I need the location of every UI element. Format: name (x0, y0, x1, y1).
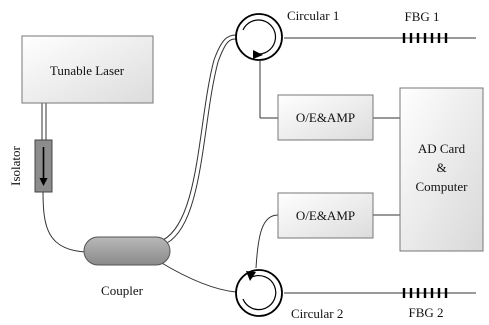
fbg-2-label: FBG 2 (408, 305, 443, 320)
circulator-2: Circular 2 (235, 269, 343, 321)
oe-amp-2: O/E&AMP (277, 192, 374, 239)
isolator: Isolator (8, 139, 53, 193)
circulator-2-label: Circular 2 (291, 306, 343, 321)
ad-card-computer: AD Card & Computer (399, 87, 484, 252)
computer-label-line2: & (436, 160, 446, 175)
optical-fibers (41, 34, 476, 294)
fbg-1: FBG 1 (400, 9, 448, 43)
oe-amp-1: O/E&AMP (277, 94, 374, 141)
circulator-1-label: Circular 1 (287, 8, 339, 23)
tunable-laser-label: Tunable Laser (50, 63, 125, 78)
oe-amp-2-label: O/E&AMP (296, 208, 355, 223)
circulator-2-arrow-icon (242, 275, 277, 311)
fbg-1-label: FBG 1 (404, 9, 439, 24)
circulator-1-arrow-icon (242, 19, 277, 55)
circulator-1: Circular 1 (235, 8, 339, 61)
computer-label-line3: Computer (416, 179, 469, 194)
coupler-label: Coupler (101, 283, 144, 298)
fbg-2-grating-icon (402, 288, 448, 298)
coupler: Coupler (83, 236, 171, 298)
fbg-2: FBG 2 (400, 288, 448, 320)
tunable-laser: Tunable Laser (21, 35, 154, 104)
fbg-1-grating-icon (402, 33, 448, 43)
isolator-label: Isolator (8, 145, 23, 185)
computer-label-line1: AD Card (418, 141, 466, 156)
oe-amp-1-label: O/E&AMP (296, 110, 355, 125)
